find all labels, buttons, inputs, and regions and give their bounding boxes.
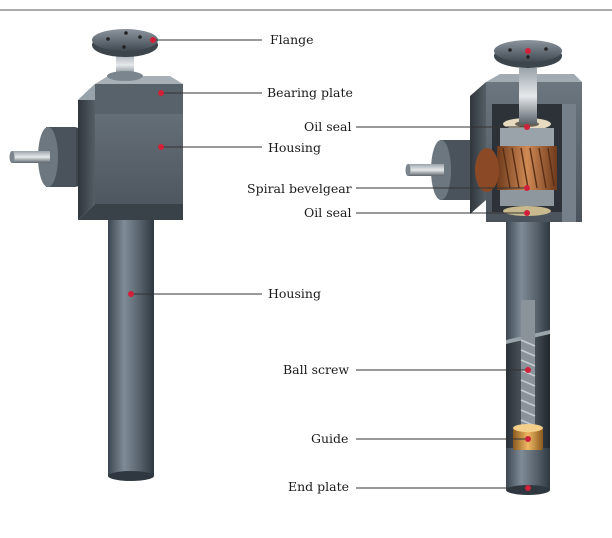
label-ball-screw: Ball screw bbox=[283, 362, 349, 377]
right-housing-tube-lower bbox=[506, 448, 550, 490]
right-housing-wall bbox=[562, 104, 576, 222]
label-oil-seal-top: Oil seal bbox=[304, 119, 351, 134]
marker-housing-tube bbox=[128, 291, 134, 297]
label-bearing-plate: Bearing plate bbox=[267, 85, 353, 100]
right-input-shaft-end bbox=[405, 164, 411, 176]
left-input-shaft-end bbox=[9, 151, 15, 163]
marker-housing-top bbox=[158, 144, 164, 150]
right-flange-bolt-hole bbox=[544, 47, 548, 51]
label-guide: Guide bbox=[311, 431, 348, 446]
marker-ball-screw bbox=[525, 367, 531, 373]
left-flange-bolt-hole bbox=[122, 45, 126, 49]
right-bearing-upper bbox=[500, 128, 554, 146]
right-housing-side bbox=[470, 82, 486, 214]
right-bevelgear-teeth bbox=[502, 147, 555, 189]
marker-flange-right bbox=[525, 48, 531, 54]
left-housing-bottom-shade bbox=[78, 204, 183, 220]
right-bearing-lower bbox=[500, 190, 554, 206]
marker-oil-seal-bottom bbox=[524, 210, 530, 216]
callouts: Flange Bearing plate Housing Housing Oil… bbox=[128, 32, 531, 494]
right-input-shaft bbox=[408, 164, 444, 176]
right-flange-bolt-hole bbox=[508, 48, 512, 52]
label-oil-seal-bottom: Oil seal bbox=[304, 205, 351, 220]
left-flange-bolt-hole bbox=[106, 37, 110, 41]
left-tube-bottom bbox=[108, 471, 154, 481]
label-end-plate: End plate bbox=[288, 479, 349, 494]
label-housing-tube: Housing bbox=[268, 286, 321, 301]
right-flange-bolt-hole bbox=[526, 55, 530, 59]
marker-guide bbox=[525, 436, 531, 442]
right-screw-jack-cutaway bbox=[405, 40, 582, 495]
label-flange: Flange bbox=[270, 32, 314, 47]
marker-spiral-bevelgear bbox=[524, 185, 530, 191]
left-housing-tube bbox=[108, 216, 154, 476]
left-screw-jack bbox=[9, 29, 183, 481]
right-flange-stem bbox=[519, 68, 537, 124]
left-flange-bolt-hole bbox=[138, 35, 142, 39]
marker-oil-seal-top bbox=[524, 124, 530, 130]
label-housing-top: Housing bbox=[268, 140, 321, 155]
left-bearing-plate bbox=[95, 84, 183, 114]
marker-bearing-plate bbox=[158, 90, 164, 96]
left-flange-bolt-hole bbox=[124, 31, 128, 35]
left-flange-top bbox=[92, 29, 158, 51]
marker-end-plate bbox=[525, 485, 531, 491]
left-housing-side bbox=[78, 84, 95, 220]
marker-flange bbox=[150, 37, 156, 43]
right-pinion-gear bbox=[475, 148, 499, 192]
label-spiral-bevelgear: Spiral bevelgear bbox=[247, 181, 352, 196]
right-guide-nut-top bbox=[513, 424, 543, 432]
left-stem-collar bbox=[107, 71, 143, 81]
left-input-shaft bbox=[12, 151, 50, 163]
